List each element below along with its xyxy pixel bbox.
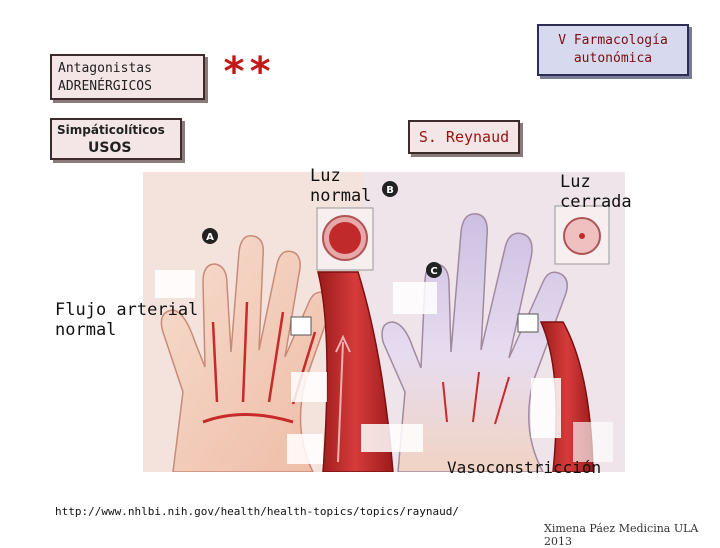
marker-c-text: C [430, 266, 437, 277]
source-url: http://www.nhlbi.nih.gov/health/health-t… [55, 505, 459, 518]
emphasis-stars: ** [222, 49, 275, 95]
marker-c: C [426, 262, 442, 278]
luz-normal-line-2: normal [310, 186, 372, 206]
luz-cerrada-label: Luz cerrada [560, 172, 632, 212]
flujo-label: Flujo arterial normal [55, 300, 198, 340]
normal-lumen [316, 207, 374, 271]
luz-cerrada-line-2: cerrada [560, 192, 632, 212]
usos-label: USOS [88, 140, 132, 156]
luz-normal-line-1: Luz [310, 166, 341, 186]
constricted-artery [539, 321, 613, 472]
normal-artery [290, 271, 394, 472]
marker-a-text: A [206, 232, 214, 243]
simpaticoliticos-box: Simpáticolíticos USOS [50, 118, 182, 160]
course-line-2: autonómica [573, 51, 653, 66]
marker-b: B [382, 181, 398, 197]
reynaud-box: S. Reynaud [408, 120, 520, 154]
simpaticoliticos-title: Simpáticolíticos [57, 123, 165, 137]
closed-lumen [554, 205, 610, 265]
antagonists-box: Antagonistas ADRENÉRGICOS [50, 54, 205, 100]
antagonists-line-1: Antagonistas [58, 61, 152, 76]
antagonists-line-2: ADRENÉRGICOS [58, 79, 152, 94]
luz-normal-label: Luz normal [310, 166, 371, 206]
raynaud-hand [381, 213, 568, 472]
flujo-line-2: normal [55, 320, 117, 340]
reynaud-title: S. Reynaud [418, 128, 510, 146]
flujo-line-1: Flujo arterial [55, 300, 199, 320]
course-line-1: V Farmacología [558, 33, 668, 48]
luz-cerrada-line-1: Luz [560, 172, 591, 192]
vasoconstriccion-label: Vasoconstricción [447, 458, 602, 477]
hand-illustration: A B C [143, 172, 625, 472]
marker-a: A [202, 228, 218, 244]
author-credit: Ximena Páez Medicina ULA 2013 [544, 522, 699, 548]
marker-b-text: B [386, 185, 394, 196]
course-box: V Farmacología autonómica [537, 24, 689, 76]
